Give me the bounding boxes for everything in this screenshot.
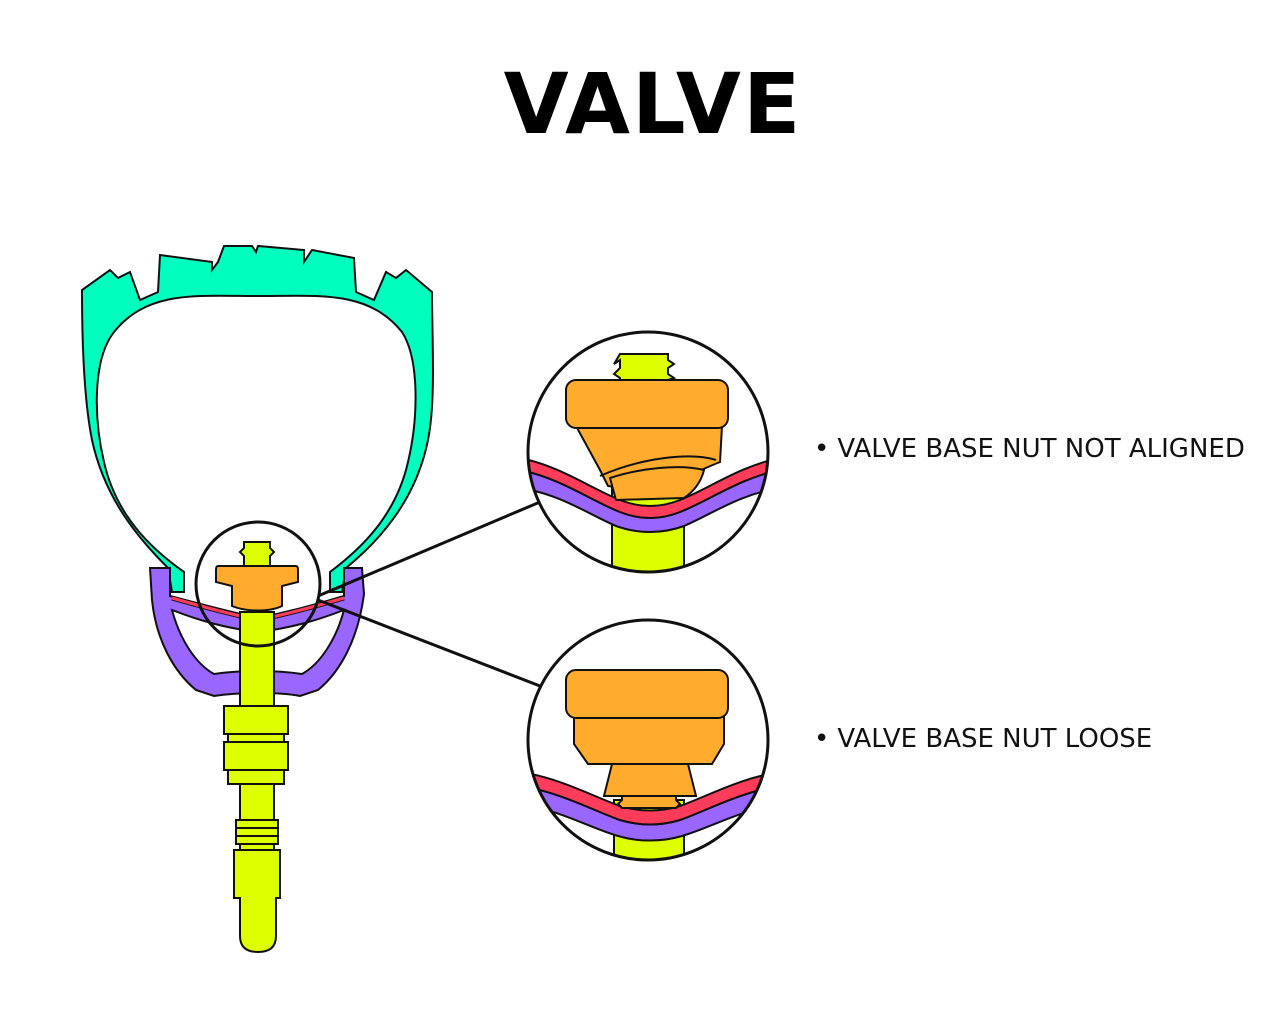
issue-text: VALVE BASE NUT LOOSE [837, 724, 1153, 754]
detail-circle-2 [526, 618, 770, 862]
detail-nut-not-aligned [528, 332, 768, 572]
issue-text: VALVE BASE NUT NOT ALIGNED [837, 434, 1245, 464]
leader-line-1 [317, 500, 541, 598]
detail-circle-1 [526, 330, 770, 574]
valve-stem-upper [239, 611, 275, 709]
issue-label-loose: •VALVE BASE NUT LOOSE [814, 724, 1152, 754]
page-title: VALVE [503, 55, 803, 153]
valve-cap [233, 849, 281, 954]
issue-label-not-aligned: •VALVE BASE NUT NOT ALIGNED [814, 434, 1245, 464]
valve-nut [215, 565, 299, 612]
leader-line-2 [317, 598, 541, 688]
tire-casing [80, 244, 434, 593]
bullet: • [814, 434, 830, 464]
bullet: • [814, 724, 830, 754]
detail-nut-loose [528, 620, 768, 860]
tire-cross-section [80, 244, 434, 954]
zoom-circle [194, 520, 322, 648]
